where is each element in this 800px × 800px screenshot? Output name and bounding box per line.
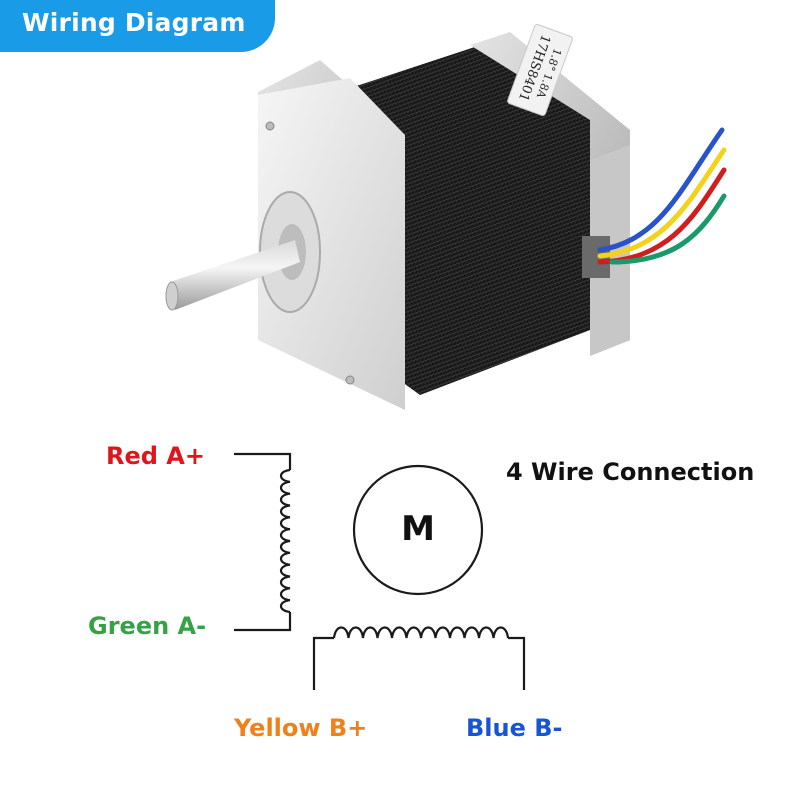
motor-lead-wires	[597, 127, 727, 265]
wire-label-yellow-b-plus: Yellow B+	[234, 714, 368, 742]
wire-label-blue-b-minus: Blue B-	[466, 714, 563, 742]
wire-label-red-a-plus: Red A+	[106, 442, 205, 470]
coil-a-lead-top	[234, 452, 292, 470]
coil-b-lead-left	[312, 636, 334, 690]
coil-b-winding	[332, 626, 510, 639]
connection-title: 4 Wire Connection	[506, 458, 755, 486]
stepper-motor-photo: 17HS8401 1.8° 1.8A	[165, 24, 727, 410]
banner-title: Wiring Diagram	[22, 8, 246, 37]
motor-symbol-circle	[352, 464, 484, 596]
coil-b-lead-right	[508, 636, 526, 690]
coil-a-winding	[279, 468, 291, 614]
motor-shaft	[165, 240, 300, 311]
motor-symbol-letter: M	[401, 509, 435, 549]
wire-label-green-a-minus: Green A-	[88, 612, 207, 640]
model-sticker: 17HS8401 1.8° 1.8A	[507, 24, 573, 116]
motor-front-plate	[258, 60, 405, 410]
wiring-diagram-banner: Wiring Diagram	[0, 0, 275, 52]
motor-back-plate	[470, 32, 630, 356]
coil-a-lead-bottom	[234, 612, 292, 632]
